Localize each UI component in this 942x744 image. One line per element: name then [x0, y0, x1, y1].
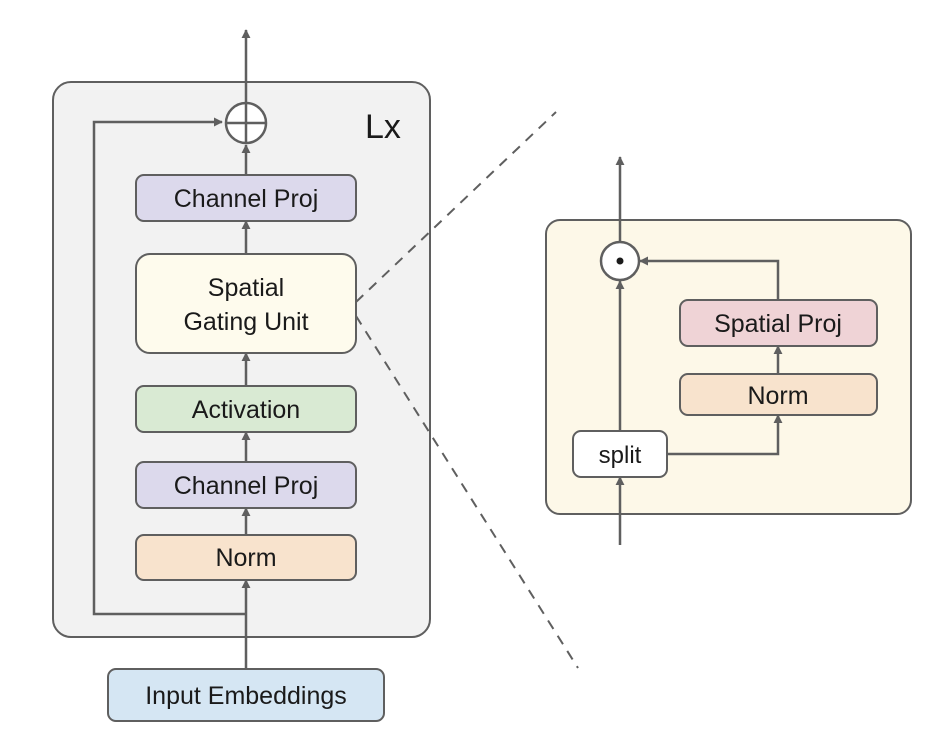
input-embeddings-node: Input Embeddings [107, 668, 385, 722]
residual-connection [92, 117, 246, 616]
zoom-line-bottom [355, 315, 579, 669]
spatial-gating-unit-node: Spatial Gating Unit [135, 253, 357, 354]
spatial-proj-node: Spatial Proj [679, 299, 878, 347]
activation-node: Activation [135, 385, 357, 433]
circle-dot-icon [599, 240, 641, 282]
split-label: split [599, 442, 642, 469]
detail-norm-node: Norm [679, 373, 878, 416]
norm-node: Norm [135, 534, 357, 581]
detail-arrow-split-to-norm [667, 414, 783, 456]
sgu-label-line2: Gating Unit [183, 308, 308, 336]
split-node: split [572, 430, 668, 478]
repeat-label: Lx [365, 108, 401, 146]
channel-proj-bottom-node: Channel Proj [135, 461, 357, 509]
detail-arrow-proj-to-mult [639, 256, 780, 300]
zoom-line-top [355, 111, 557, 303]
norm-label: Norm [215, 544, 276, 572]
input-embeddings-label: Input Embeddings [145, 682, 347, 710]
sgu-label-line1: Spatial [208, 274, 284, 302]
channel-proj-top-node: Channel Proj [135, 174, 357, 222]
channel-proj-top-label: Channel Proj [174, 185, 319, 213]
activation-label: Activation [192, 396, 300, 424]
detail-norm-label: Norm [747, 382, 808, 410]
spatial-proj-label: Spatial Proj [714, 310, 842, 338]
circle-plus-icon [224, 101, 268, 145]
channel-proj-bottom-label: Channel Proj [174, 472, 319, 500]
